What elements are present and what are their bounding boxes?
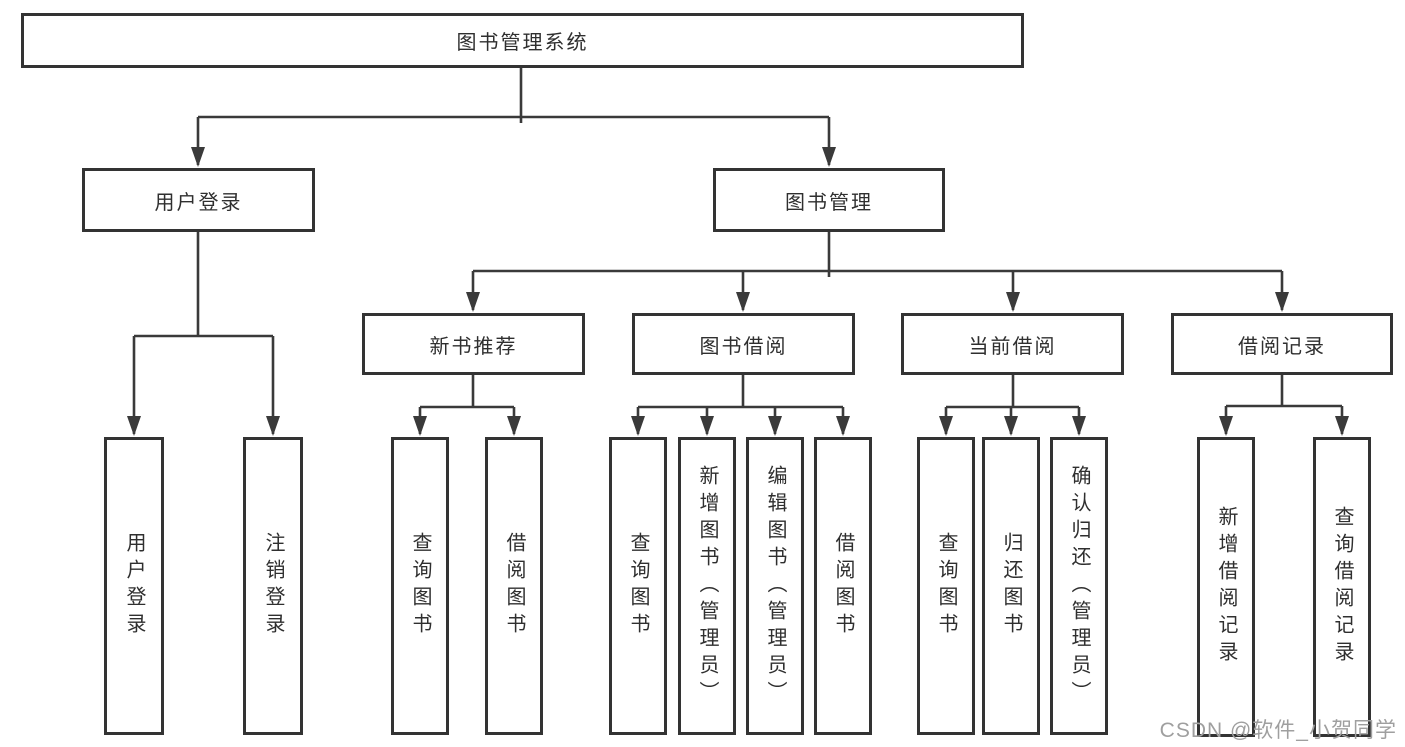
leaf-add-borrow-record: 新增借阅记录 [1197,437,1255,737]
leaf-query-books-current: 查询图书 [917,437,975,735]
leaf-label: 借阅图书 [503,532,525,640]
node-user-login: 用户登录 [82,168,315,232]
leaf-label: 注销登录 [262,532,284,640]
leaf-query-books-recommend: 查询图书 [391,437,449,735]
leaf-label: 新增图书（管理员） [696,464,718,708]
leaf-return-books: 归还图书 [982,437,1040,735]
node-book-management: 图书管理 [713,168,945,232]
node-label: 借阅记录 [1238,335,1326,358]
leaf-label: 借阅图书 [832,532,854,640]
leaf-borrow-books: 借阅图书 [814,437,872,735]
leaf-label: 新增借阅记录 [1215,506,1237,668]
leaf-query-borrow-record: 查询借阅记录 [1313,437,1371,737]
leaf-borrow-books-recommend: 借阅图书 [485,437,543,735]
node-book-borrow: 图书借阅 [632,313,855,375]
leaf-query-books-borrow: 查询图书 [609,437,667,735]
leaf-label: 用户登录 [123,532,145,640]
leaf-edit-books-admin: 编辑图书（管理员） [746,437,804,735]
leaf-confirm-return-admin: 确认归还（管理员） [1050,437,1108,735]
node-label: 图书借阅 [699,335,788,358]
node-label: 图书管理系统 [456,32,589,54]
node-borrow-records: 借阅记录 [1171,313,1393,375]
leaf-label: 归还图书 [1000,532,1022,640]
leaf-add-books-admin: 新增图书（管理员） [678,437,736,735]
leaf-user-login: 用户登录 [104,437,164,735]
leaf-logout: 注销登录 [243,437,303,735]
leaf-label: 查询图书 [935,532,957,640]
leaf-label: 确认归还（管理员） [1068,464,1090,708]
node-label: 新书推荐 [429,335,518,358]
leaf-label: 查询图书 [409,532,431,640]
node-current-borrow: 当前借阅 [901,313,1124,375]
node-library-management-system: 图书管理系统 [21,13,1024,68]
node-label: 当前借阅 [968,335,1057,358]
node-label: 用户登录 [154,191,243,214]
leaf-label: 查询图书 [627,532,649,640]
node-new-book-recommend: 新书推荐 [362,313,585,375]
leaf-label: 查询借阅记录 [1331,506,1353,668]
node-label: 图书管理 [785,191,873,214]
leaf-label: 编辑图书（管理员） [764,464,786,708]
watermark: CSDN @软件_小贺同学 [1159,719,1397,742]
